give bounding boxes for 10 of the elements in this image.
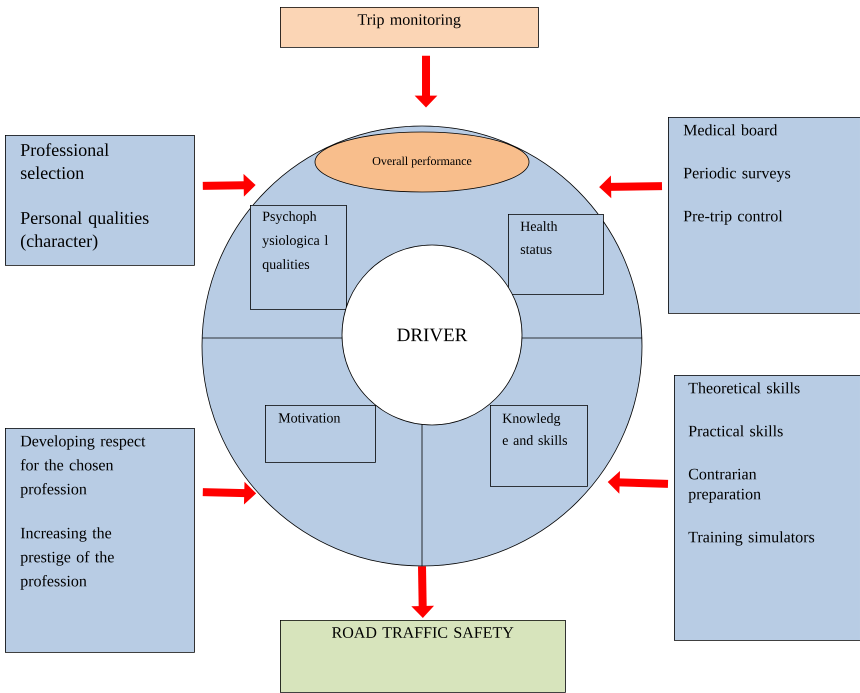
quality-box: Health status xyxy=(508,214,604,295)
text-box: Medical board Periodic surveys Pre-trip control xyxy=(668,117,860,314)
quality-box: Psychoph ysiologica l qualities xyxy=(250,205,347,310)
text-box: Professional selection Personal qualities (character) xyxy=(5,135,195,266)
title-box: Trip monitoring xyxy=(280,7,539,48)
quality-box: Knowledg e and skills xyxy=(490,405,588,487)
text-box: Developing respect for the chosen profession Increasing the prestige of the profession xyxy=(5,428,195,653)
text-box: Theoretical skills Practical skills Contrarian preparation Training simulators xyxy=(674,375,860,641)
result-box: ROAD TRAFFIC SAFETY xyxy=(280,620,566,693)
quality-box: Motivation xyxy=(265,405,376,463)
